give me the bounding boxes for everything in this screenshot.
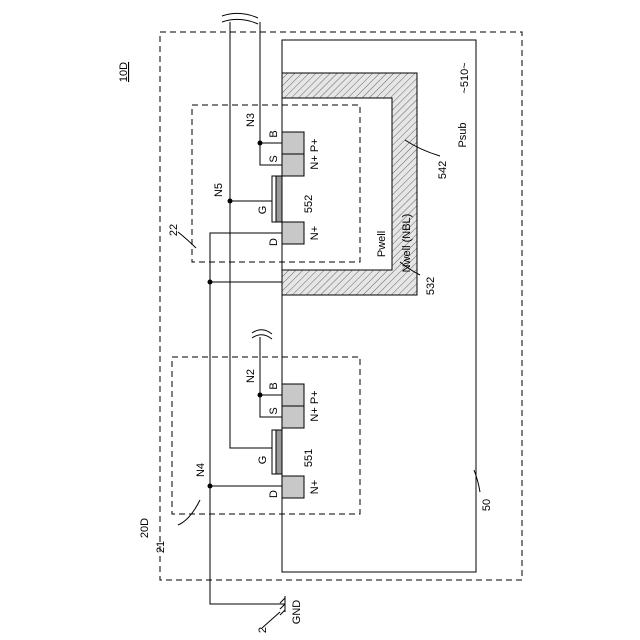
ref-2-label: 2 xyxy=(257,627,269,633)
top-n-plus-source-diffusion xyxy=(282,154,304,176)
ref-21-label: 21 xyxy=(155,541,167,553)
gnd-symbol xyxy=(262,596,285,628)
break-mark-top xyxy=(222,13,258,24)
wiring xyxy=(210,13,285,604)
ref-552-label: 552 xyxy=(303,195,315,213)
top-drain-label: D xyxy=(268,238,280,246)
top-p-plus-diffusion xyxy=(282,132,304,154)
ref-532-label: 532 xyxy=(425,277,437,295)
ref-20d-label: 20D xyxy=(139,518,151,538)
top-body-label: B xyxy=(268,130,280,137)
node-n2-label: N2 xyxy=(245,369,257,383)
bottom-source-label: S xyxy=(268,407,280,414)
node-n5-label: N5 xyxy=(213,183,225,197)
break-mark-mid xyxy=(252,330,272,339)
node-n4-label: N4 xyxy=(195,463,207,477)
ref-551-label: 551 xyxy=(303,449,315,467)
bottom-p-plus-diffusion xyxy=(282,384,304,406)
nwell-label: Nwell (NBL) xyxy=(401,214,413,273)
pwell-label: Pwell xyxy=(376,231,388,257)
top-diffusion-types-label: N+ P+ xyxy=(309,138,321,169)
top-gate-label: G xyxy=(257,206,269,215)
bottom-n-plus-source-diffusion xyxy=(282,406,304,428)
wire-n3 xyxy=(260,22,282,143)
junction-n4 xyxy=(208,484,213,489)
psub-label: Psub xyxy=(457,122,469,147)
top-drain-type-label: N+ xyxy=(309,226,321,240)
bottom-body-label: B xyxy=(268,382,280,389)
wire-n5 xyxy=(230,22,272,448)
bottom-n-plus-drain-diffusion xyxy=(282,476,304,498)
bottom-drain-label: D xyxy=(268,490,280,498)
top-n-plus-drain-diffusion xyxy=(282,222,304,244)
ref-542-label: 542 xyxy=(437,161,449,179)
junction-n2 xyxy=(258,393,263,398)
bottom-drain-type-label: N+ xyxy=(309,480,321,494)
junction-n5 xyxy=(228,199,233,204)
ref-50-label: 50 xyxy=(481,499,493,511)
bottom-gate-label: G xyxy=(257,456,269,465)
bottom-diffusion-types-label: N+ P+ xyxy=(309,390,321,421)
fig-label: 10D xyxy=(118,62,130,82)
junction-n5-drain xyxy=(208,280,213,285)
gnd-label: GND xyxy=(291,600,303,625)
junction-n3 xyxy=(258,141,263,146)
ref-22-label: 22 xyxy=(168,224,180,236)
psub-ref-label: ~510~ xyxy=(459,62,471,93)
bottom-gate-551 xyxy=(276,430,282,474)
top-source-label: S xyxy=(268,155,280,162)
node-n3-label: N3 xyxy=(245,113,257,127)
top-gate-552 xyxy=(276,176,282,222)
